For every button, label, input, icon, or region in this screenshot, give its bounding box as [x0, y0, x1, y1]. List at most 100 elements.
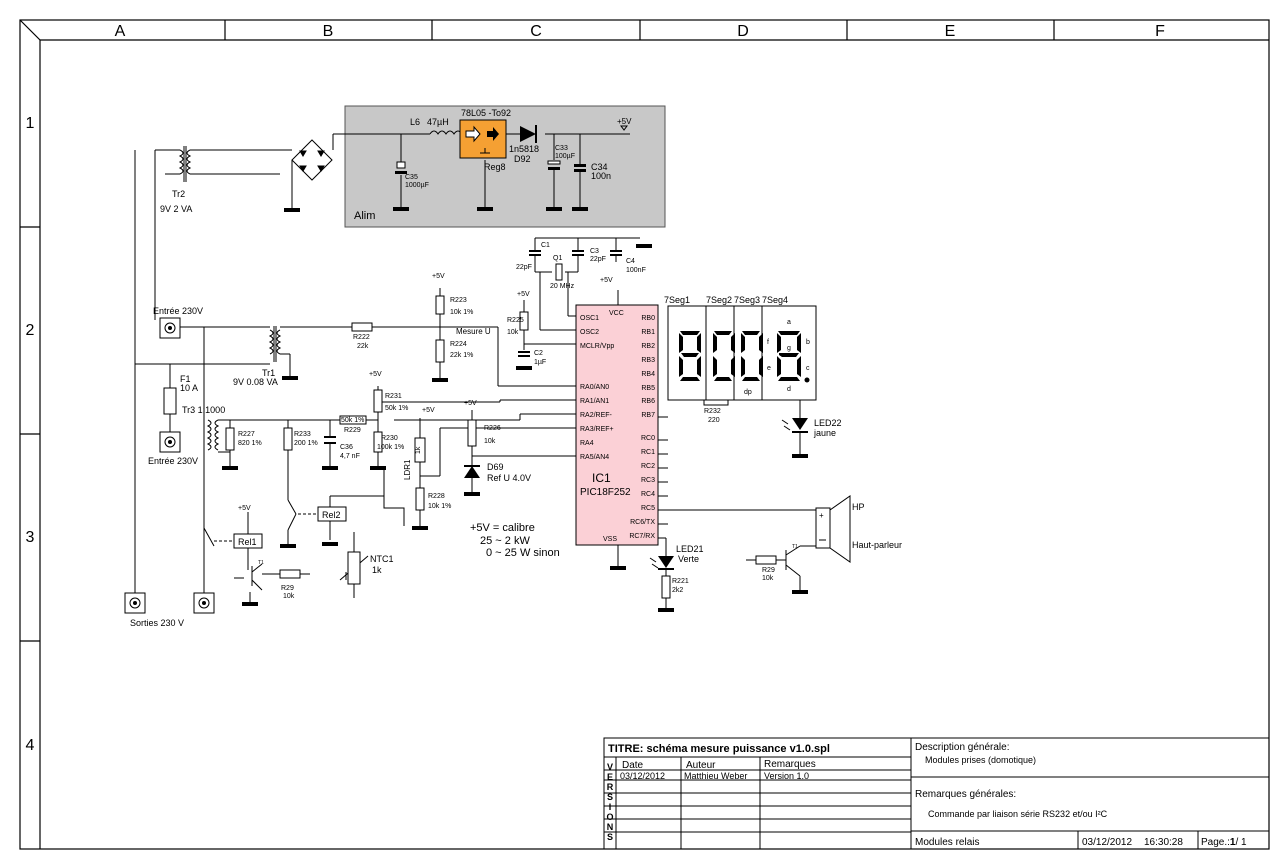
ic-part: PIC18F252	[580, 487, 631, 498]
ic-pin: RB0	[641, 315, 655, 322]
led21-label: LED21	[676, 544, 704, 554]
ic-pin: RC6/TX	[630, 519, 655, 526]
l6-value: 47µH	[427, 117, 449, 127]
calibre-note-3: 0 ~ 25 W sinon	[486, 547, 560, 559]
vplus-label: +5V	[464, 400, 477, 407]
speaker-hp	[815, 507, 831, 549]
column-label: F	[1155, 23, 1165, 40]
column-labels: A B C D E F	[115, 23, 1165, 40]
r29b-value: 10k	[762, 575, 774, 582]
page-indicator: Page.:1/ 1	[1201, 837, 1247, 848]
svg-text:+: +	[819, 511, 824, 520]
t1a-label: T1	[258, 560, 264, 566]
r229-value: 50k 1%	[341, 417, 364, 424]
r226-value: 10k	[484, 438, 496, 445]
ic-pin: RA2/REF-	[580, 412, 613, 419]
d69-label: D69	[487, 462, 504, 472]
r226-label: R226	[484, 425, 501, 432]
r233-value: 200 1%	[294, 440, 318, 447]
column-label: E	[945, 23, 956, 40]
row-author: Matthieu Weber	[684, 771, 747, 781]
r229-label: R229	[344, 427, 361, 434]
r227-value: 820 1%	[238, 440, 262, 447]
col-date: Date	[622, 760, 644, 771]
regulator-78l05	[459, 119, 507, 159]
versions-letter: N	[607, 822, 614, 832]
ic-pin: RC7/RX	[629, 533, 655, 540]
seg-letter: a	[787, 319, 791, 326]
c36-label: C36	[340, 444, 353, 451]
ic-pin: MCLR/Vpp	[580, 343, 614, 350]
r224-value: 22k 1%	[450, 352, 473, 359]
ic-pin: RC2	[641, 463, 655, 470]
tb-time: 16:30:28	[1144, 837, 1183, 848]
ic-pin: RC0	[641, 435, 655, 442]
r227-label: R227	[238, 431, 255, 438]
c35-label: C35	[405, 174, 418, 181]
col-author: Auteur	[686, 760, 716, 771]
r29b-label: R29	[762, 567, 775, 574]
ic-pin: RB6	[641, 398, 655, 405]
row-remarks: Version 1.0	[764, 771, 809, 781]
module-name: Modules relais	[915, 837, 979, 848]
c2-label: C2	[534, 350, 543, 357]
tb-date: 03/12/2012	[1082, 837, 1132, 848]
vplus-label: +5V	[422, 407, 435, 414]
hp-label: HP	[852, 502, 865, 512]
mesure-u-label: Mesure U	[456, 327, 491, 336]
versions-vertical-label: V E R S I O N S	[606, 762, 613, 842]
d69-value: Ref U 4.0V	[487, 473, 531, 483]
sorties-label: Sorties 230 V	[130, 618, 184, 628]
r221-label: R221	[672, 578, 689, 585]
r231-label: R231	[385, 393, 402, 400]
ic-name: IC1	[592, 471, 611, 485]
led22	[792, 418, 808, 430]
reg-part: 78L05 -To92	[461, 108, 511, 118]
vplus-label: +5V	[369, 371, 382, 378]
alim-label: Alim	[354, 210, 375, 222]
ic-pin: RB7	[641, 412, 655, 419]
r230-label: R230	[381, 435, 398, 442]
r225-value: 10k	[507, 329, 519, 336]
row-label: 1	[26, 115, 35, 132]
r221-value: 2k2	[672, 587, 683, 594]
col-remarks: Remarques	[764, 759, 816, 770]
ic-pin: RB2	[641, 343, 655, 350]
q1-label: Q1	[553, 255, 562, 262]
vplus-label: +5V	[432, 273, 445, 280]
versions-letter: R	[607, 782, 614, 792]
ic-pin: RB1	[641, 329, 655, 336]
ic-vcc-label: VCC	[609, 310, 624, 317]
c35-value: 1000µF	[405, 182, 429, 189]
row-label: 2	[26, 322, 35, 339]
r29a-value: 10k	[283, 593, 295, 600]
r232-label: R232	[704, 408, 721, 415]
ic-pin: RB4	[641, 371, 655, 378]
seg-letter: c	[806, 365, 810, 372]
tr1-value: 9V 0.08 VA	[233, 377, 278, 387]
vplus-label: +5V	[238, 505, 251, 512]
ic-pin: RC4	[641, 491, 655, 498]
column-label: D	[737, 23, 749, 40]
ic-pin: OSC1	[580, 315, 599, 322]
ic-pin: RC3	[641, 477, 655, 484]
versions-letter: V	[607, 762, 613, 772]
r233-label: R233	[294, 431, 311, 438]
r225-label: R225	[507, 317, 524, 324]
r222-label: R222	[353, 334, 370, 341]
f1-value: 10 A	[180, 383, 198, 393]
c34-value: 100n	[591, 171, 611, 181]
r224-label: R224	[450, 341, 467, 348]
ic-pin: RA1/AN1	[580, 398, 609, 405]
ntc1	[347, 551, 361, 585]
seg-name: 7Seg2	[706, 295, 732, 305]
vplus-label: +5V	[617, 117, 632, 126]
rel2-label: Rel2	[322, 510, 341, 520]
transformer-tr1	[268, 326, 440, 376]
reg-name: Reg8	[484, 162, 506, 172]
c36-value: 4,7 nF	[340, 453, 360, 460]
c1-label: C1	[541, 242, 550, 249]
led22-value: jaune	[813, 428, 836, 438]
c1-value: 22pF	[516, 264, 532, 271]
entree-label: Entrée 230V	[153, 306, 203, 316]
